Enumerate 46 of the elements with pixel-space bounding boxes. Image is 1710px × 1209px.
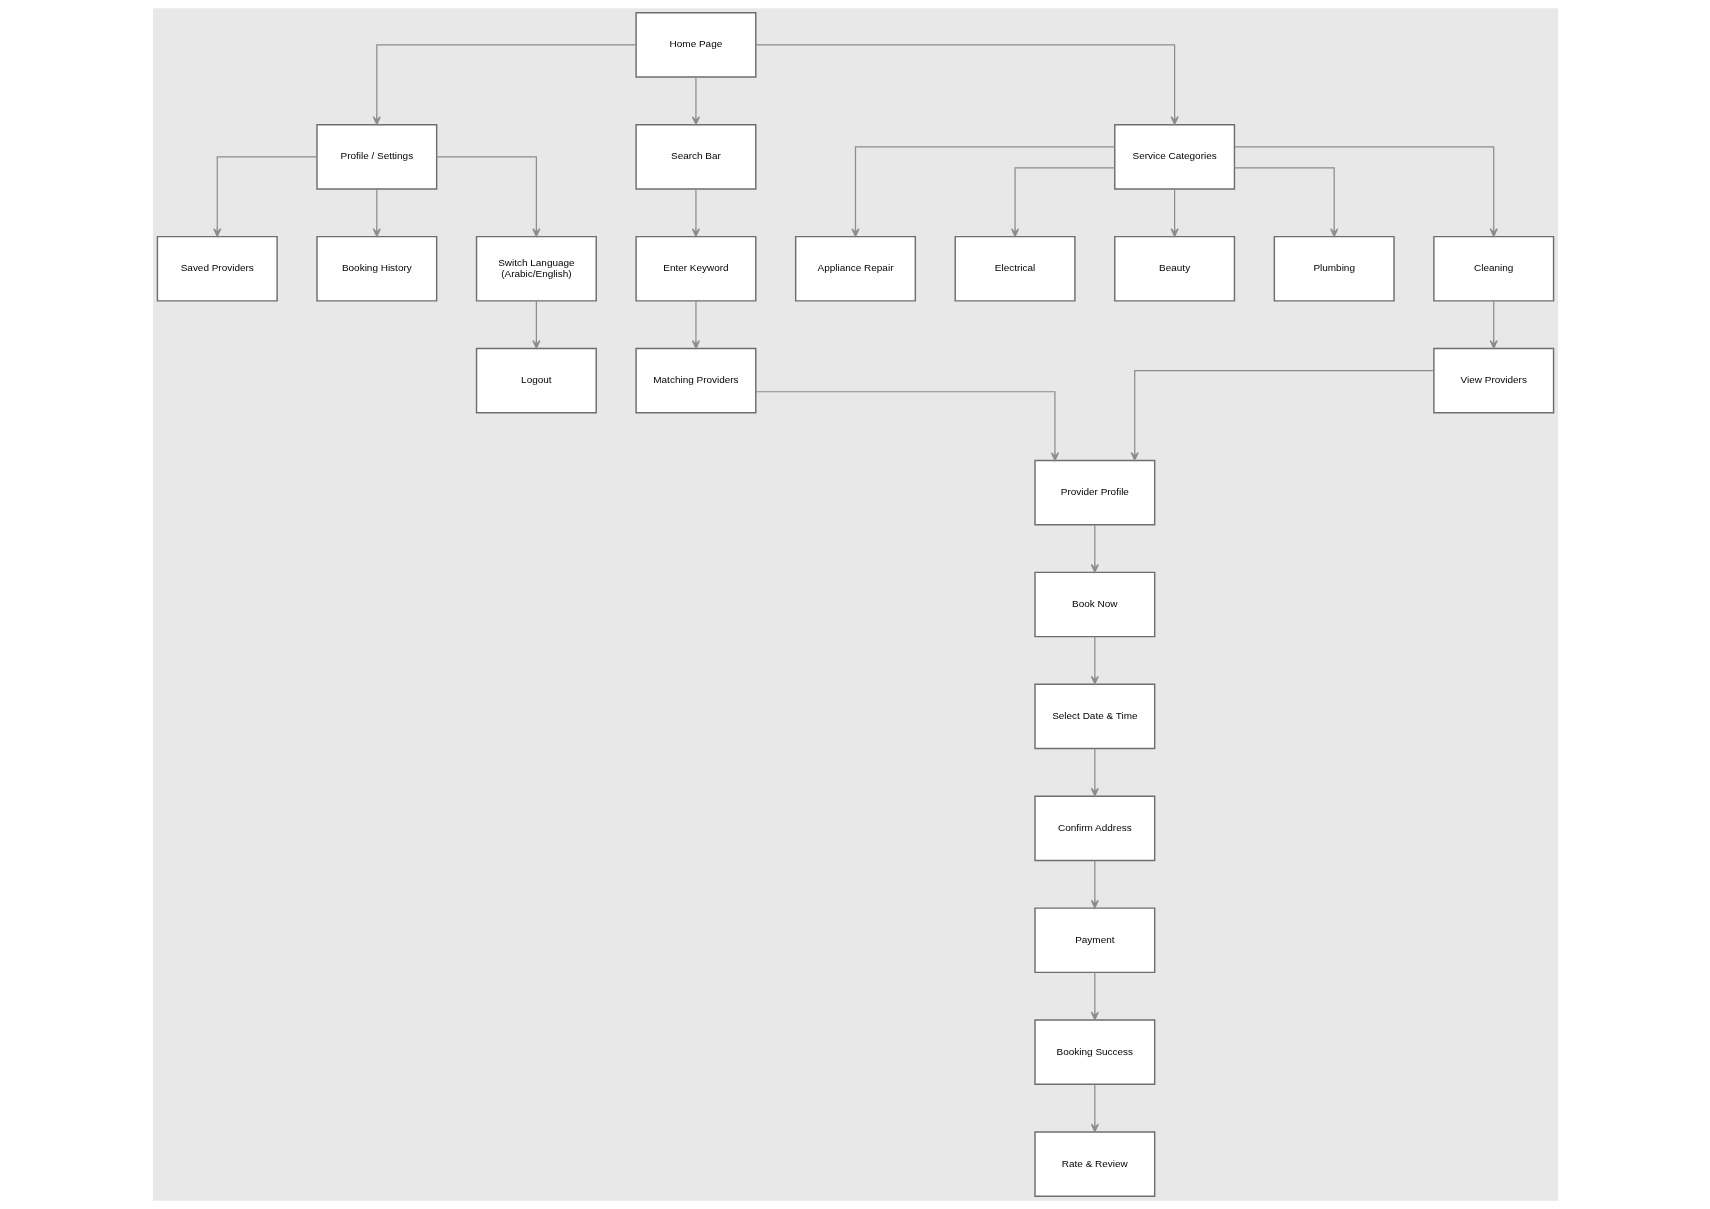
node-box: Plumbing xyxy=(1273,235,1395,302)
node-box: Rate & Review xyxy=(1033,1131,1155,1197)
node-box: Matching Providers xyxy=(634,347,756,414)
arrow xyxy=(691,76,700,126)
arrow xyxy=(691,188,700,238)
arrow xyxy=(1090,1083,1099,1133)
arrow xyxy=(754,391,1059,462)
node-box: Enter Keyword xyxy=(634,235,756,302)
node-box: Book Now xyxy=(1033,571,1155,638)
arrow xyxy=(755,44,1179,126)
node-box: Beauty xyxy=(1113,235,1235,302)
node-box: Cleaning xyxy=(1432,235,1554,302)
arrow xyxy=(531,300,540,349)
arrow xyxy=(1130,370,1434,461)
node-box: Provider Profile xyxy=(1033,459,1155,526)
arrow xyxy=(435,156,540,237)
arrow xyxy=(1090,860,1099,909)
arrow xyxy=(1090,524,1099,573)
arrow xyxy=(1489,300,1498,349)
arrow xyxy=(691,300,700,349)
node-box: Confirm Address xyxy=(1033,795,1155,862)
arrow xyxy=(1010,167,1115,238)
node-box: Payment xyxy=(1033,907,1155,974)
arrow xyxy=(1233,146,1498,238)
node-box: Saved Providers xyxy=(156,235,278,302)
node-box: View Providers xyxy=(1432,347,1554,414)
arrow xyxy=(1090,636,1099,685)
arrow xyxy=(372,44,637,126)
arrow xyxy=(1090,748,1099,797)
arrow xyxy=(1090,972,1099,1021)
node-box: Booking History xyxy=(315,235,437,302)
node-box: Booking Success xyxy=(1033,1019,1155,1085)
arrow xyxy=(212,156,318,237)
node-box: Search Bar xyxy=(634,124,756,190)
node-box: Logout xyxy=(475,347,597,414)
node-box: Switch Language (Arabic/English) xyxy=(475,235,597,302)
arrow xyxy=(372,188,381,238)
node-box: Home Page xyxy=(634,12,756,78)
arrow xyxy=(1170,188,1179,238)
node-box: Profile / Settings xyxy=(315,124,437,190)
arrow xyxy=(850,146,1115,238)
node-box: Service Categories xyxy=(1113,124,1235,190)
node-box: Select Date & Time xyxy=(1033,683,1155,750)
node-box: Appliance Repair xyxy=(794,235,916,302)
arrow xyxy=(1233,167,1338,238)
node-box: Electrical xyxy=(954,235,1076,302)
